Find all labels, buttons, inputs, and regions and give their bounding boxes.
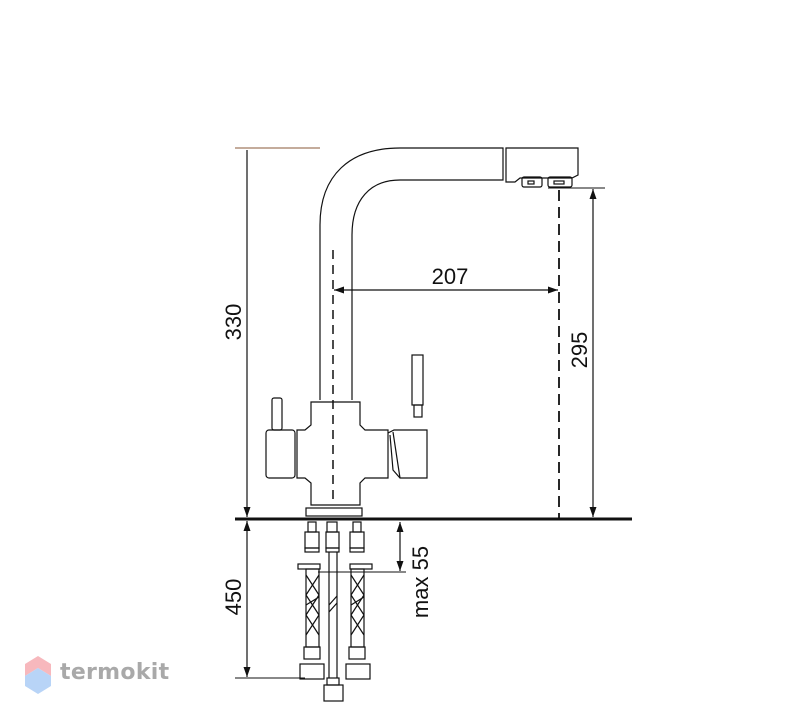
dim-295-label: 295 — [567, 332, 592, 369]
spout-head — [505, 147, 579, 183]
right-handle — [387, 429, 428, 479]
base-plate — [305, 507, 363, 517]
left-handle — [265, 429, 296, 479]
termokit-logo-icon — [25, 656, 51, 694]
dim-max55-label: max 55 — [408, 546, 433, 618]
right-lever — [411, 354, 424, 406]
aerator-right — [547, 176, 573, 188]
dim-207-label: 207 — [432, 264, 469, 289]
watermark-text: termokit — [60, 660, 170, 685]
mixer-body — [296, 401, 389, 506]
dim-450-label: 450 — [221, 579, 246, 616]
spout-outline — [319, 147, 504, 400]
left-lever — [271, 397, 283, 431]
dim-330-label: 330 — [221, 304, 246, 341]
aerator-left — [521, 176, 543, 188]
hoses — [297, 521, 373, 702]
